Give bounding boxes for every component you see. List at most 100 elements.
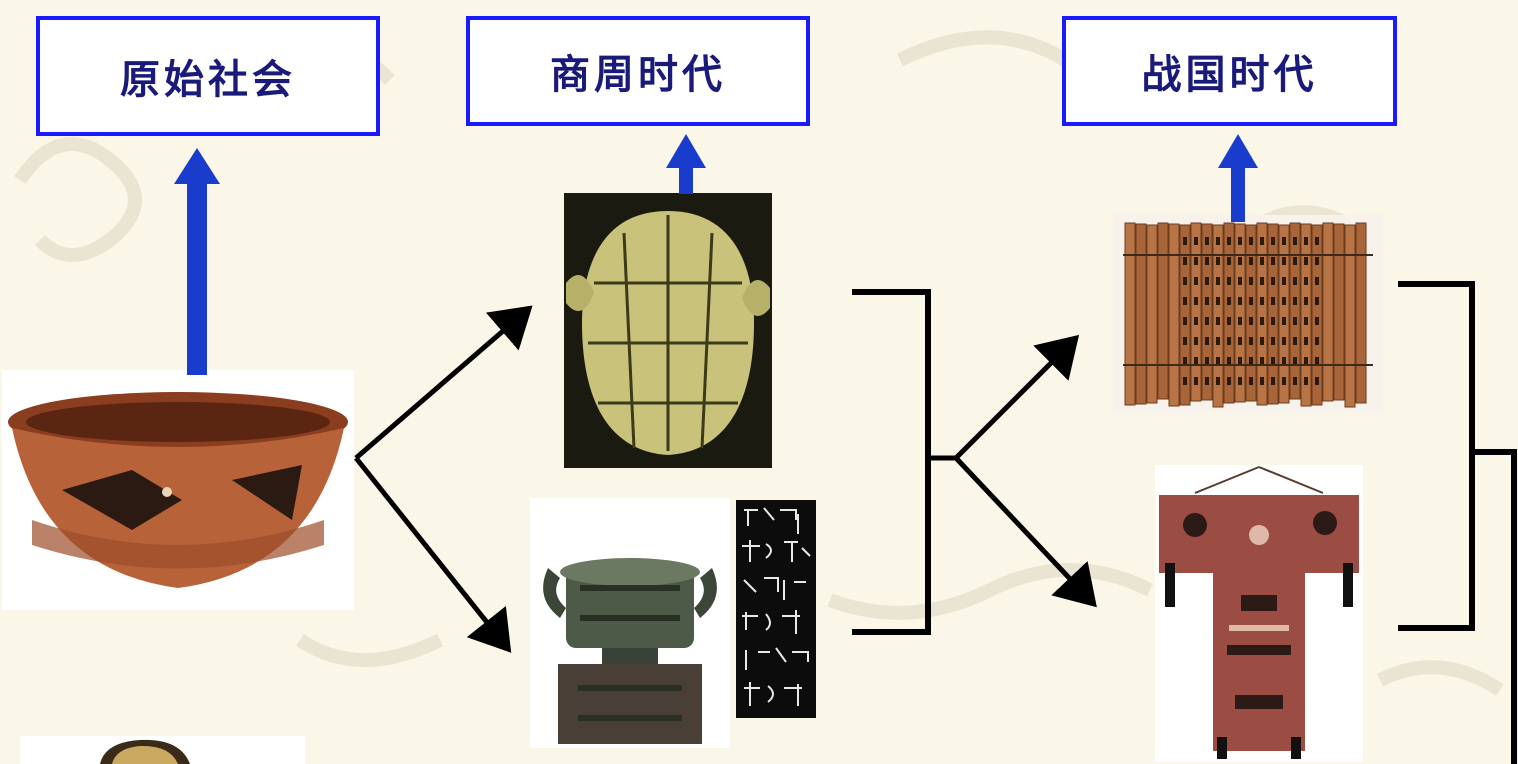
- slip-character-mark: [1271, 357, 1275, 365]
- label-warring-states-era: 战国时代: [1062, 16, 1397, 126]
- slip-character-mark: [1282, 257, 1286, 265]
- painted-pottery-bowl-image: [2, 370, 354, 610]
- slip-character-mark: [1194, 277, 1198, 285]
- slip-character-mark: [1282, 277, 1286, 285]
- slip-character-mark: [1183, 257, 1187, 265]
- slip-character-mark: [1183, 317, 1187, 325]
- slip-character-mark: [1282, 317, 1286, 325]
- bamboo-slip: [1157, 222, 1169, 400]
- slip-character-mark: [1238, 257, 1242, 265]
- slip-character-mark: [1227, 237, 1231, 245]
- slip-character-mark: [1216, 337, 1220, 345]
- slip-character-mark: [1304, 357, 1308, 365]
- slip-character-mark: [1304, 237, 1308, 245]
- bamboo-slip: [1223, 222, 1235, 404]
- slip-character-mark: [1304, 317, 1308, 325]
- slip-character-mark: [1249, 357, 1253, 365]
- slip-character-mark: [1216, 357, 1220, 365]
- slip-character-mark: [1194, 377, 1198, 385]
- slip-character-mark: [1249, 317, 1253, 325]
- slip-character-mark: [1216, 377, 1220, 385]
- bamboo-slip: [1300, 223, 1312, 407]
- slip-character-mark: [1238, 277, 1242, 285]
- slip-character-mark: [1194, 257, 1198, 265]
- slip-character-mark: [1194, 297, 1198, 305]
- slip-character-mark: [1282, 377, 1286, 385]
- slip-character-mark: [1238, 297, 1242, 305]
- slip-character-mark: [1227, 257, 1231, 265]
- slip-character-mark: [1238, 237, 1242, 245]
- slip-character-mark: [1238, 337, 1242, 345]
- slip-character-mark: [1194, 357, 1198, 365]
- slip-character-mark: [1194, 337, 1198, 345]
- bamboo-slip: [1212, 224, 1224, 408]
- slip-character-mark: [1271, 257, 1275, 265]
- slip-character-mark: [1315, 237, 1319, 245]
- label-shang-zhou-era: 商周时代: [466, 16, 810, 126]
- bamboo-slip: [1245, 224, 1257, 402]
- slip-character-mark: [1238, 357, 1242, 365]
- slip-character-mark: [1260, 257, 1264, 265]
- slip-character-mark: [1205, 337, 1209, 345]
- bamboo-slip: [1322, 222, 1334, 402]
- slip-character-mark: [1293, 237, 1297, 245]
- slip-character-mark: [1282, 297, 1286, 305]
- slip-character-mark: [1271, 337, 1275, 345]
- slip-character-mark: [1293, 377, 1297, 385]
- slip-character-mark: [1216, 317, 1220, 325]
- slip-character-mark: [1304, 277, 1308, 285]
- slip-character-mark: [1205, 297, 1209, 305]
- slip-character-mark: [1183, 337, 1187, 345]
- slip-character-mark: [1315, 317, 1319, 325]
- slip-character-mark: [1315, 297, 1319, 305]
- slip-character-mark: [1282, 357, 1286, 365]
- slip-character-mark: [1227, 297, 1231, 305]
- slip-character-mark: [1194, 317, 1198, 325]
- slip-character-mark: [1249, 277, 1253, 285]
- bamboo-slip: [1355, 222, 1367, 404]
- slip-character-mark: [1315, 277, 1319, 285]
- slip-character-mark: [1293, 257, 1297, 265]
- slip-character-mark: [1249, 377, 1253, 385]
- slip-character-mark: [1205, 257, 1209, 265]
- bronze-gui-vessel-image: [530, 498, 730, 748]
- bamboo-slip: [1256, 222, 1268, 406]
- slip-character-mark: [1249, 237, 1253, 245]
- slip-character-mark: [1271, 377, 1275, 385]
- slip-character-mark: [1293, 357, 1297, 365]
- bamboo-slip: [1168, 223, 1180, 407]
- slip-character-mark: [1315, 377, 1319, 385]
- bamboo-slip: [1267, 223, 1279, 405]
- slip-character-mark: [1216, 297, 1220, 305]
- slip-character-mark: [1260, 377, 1264, 385]
- slip-character-mark: [1227, 357, 1231, 365]
- slip-character-mark: [1260, 237, 1264, 245]
- bamboo-slip: [1333, 223, 1345, 401]
- slip-character-mark: [1205, 277, 1209, 285]
- bamboo-slip: [1344, 224, 1356, 408]
- slip-character-mark: [1271, 317, 1275, 325]
- silk-painting-image: [1155, 465, 1363, 762]
- label-primitive-society: 原始社会: [36, 16, 380, 136]
- slip-character-mark: [1238, 377, 1242, 385]
- slip-character-mark: [1216, 257, 1220, 265]
- bamboo-slip: [1146, 224, 1158, 404]
- pottery-fragment-image: [20, 736, 305, 764]
- slip-character-mark: [1227, 317, 1231, 325]
- slip-character-mark: [1183, 377, 1187, 385]
- slip-character-mark: [1216, 277, 1220, 285]
- slip-character-mark: [1205, 377, 1209, 385]
- slip-character-mark: [1304, 337, 1308, 345]
- slip-character-mark: [1293, 297, 1297, 305]
- slip-character-mark: [1183, 237, 1187, 245]
- slip-character-mark: [1282, 237, 1286, 245]
- slip-character-mark: [1260, 277, 1264, 285]
- bamboo-slip: [1234, 223, 1246, 403]
- slip-character-mark: [1205, 357, 1209, 365]
- slip-character-mark: [1271, 297, 1275, 305]
- slip-character-mark: [1293, 277, 1297, 285]
- slip-character-mark: [1183, 357, 1187, 365]
- bamboo-slip: [1124, 222, 1136, 406]
- slip-character-mark: [1271, 277, 1275, 285]
- slip-character-mark: [1227, 377, 1231, 385]
